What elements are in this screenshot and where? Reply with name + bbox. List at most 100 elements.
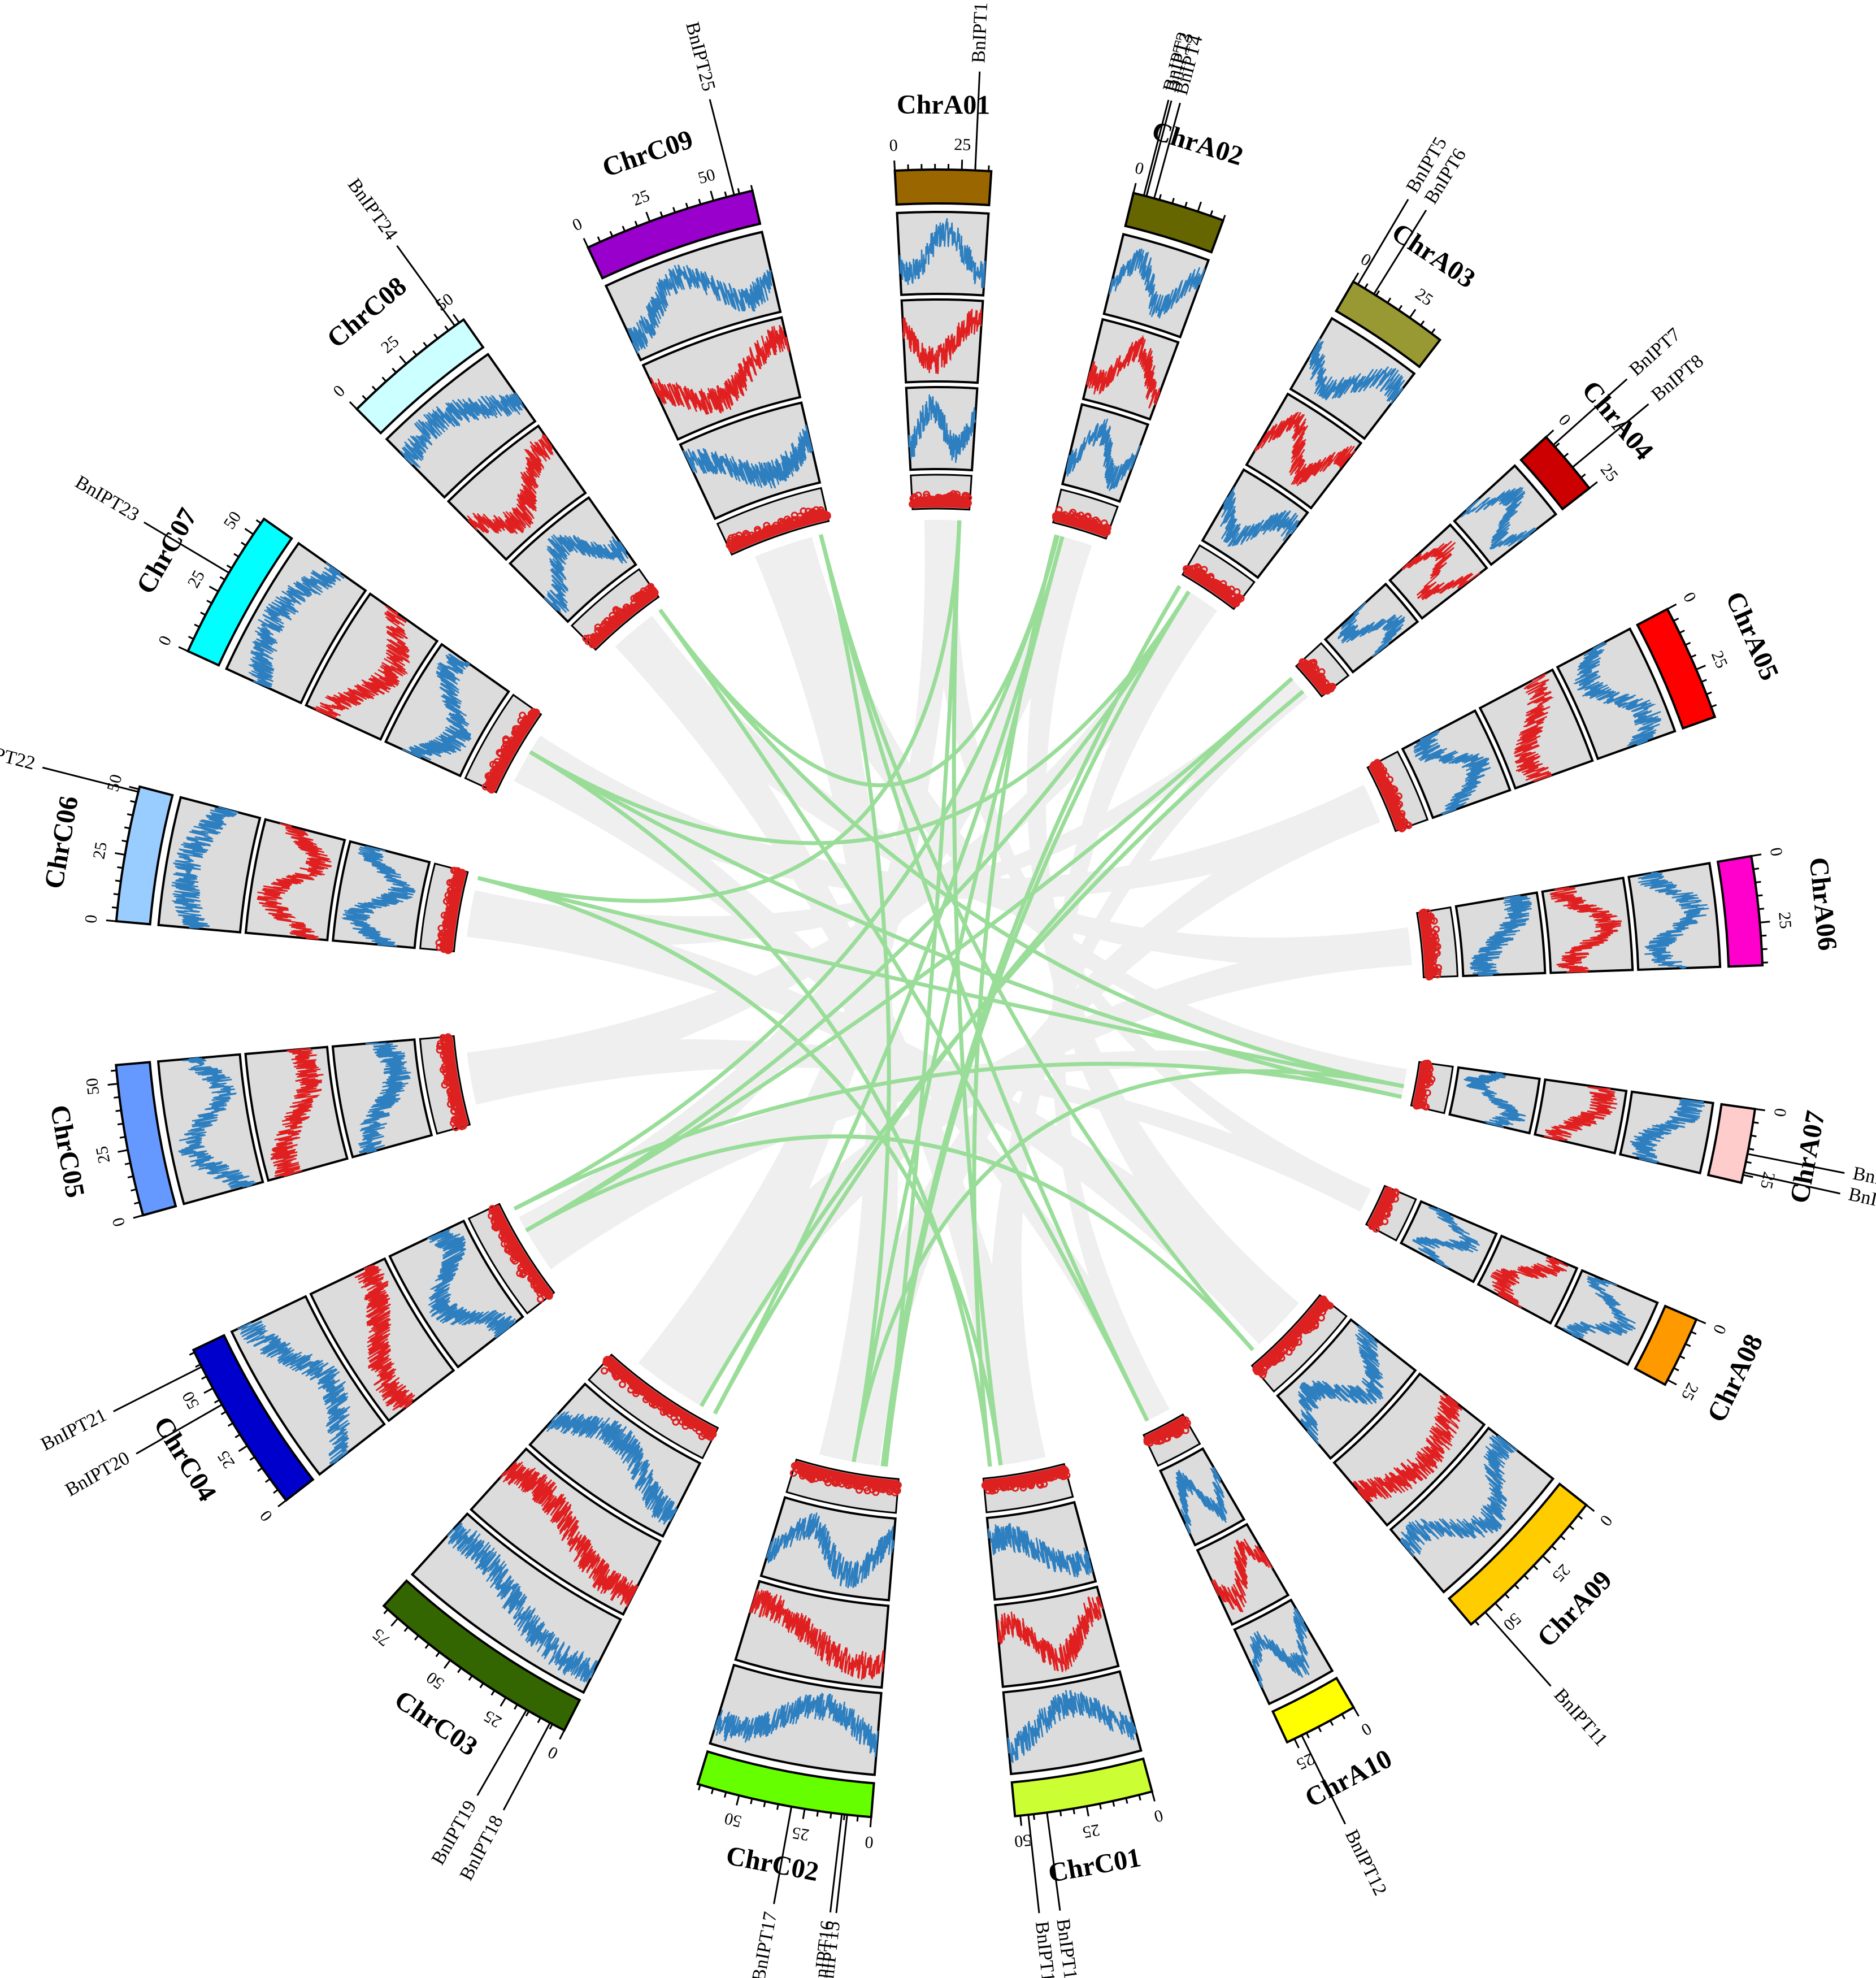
synteny-band [1051,591,1218,1421]
tick-mark [1588,481,1598,489]
tick-label: 75 [369,1625,394,1650]
tick-mark [435,1651,440,1658]
chromosome-ideogram [696,1750,875,1819]
tick-mark [1171,198,1175,204]
scatter-point [601,1367,608,1375]
chromosome-label: ChrA08 [1701,1330,1769,1427]
track-line [1400,1435,1518,1558]
tick-mark [220,1411,227,1416]
scatter-point [1382,1209,1389,1217]
scatter-point [1235,596,1243,604]
track-line [1638,871,1709,969]
track-line [713,1693,879,1758]
tick-mark [1690,654,1697,658]
gene-leader-line [1571,403,1649,469]
gene-leader-line [1153,102,1181,199]
tick-label: 0 [545,1742,561,1763]
scatter-band [1183,567,1239,608]
gene-link [525,590,1191,1233]
tick-mark [750,185,754,191]
chromosome-label: ChrC01 [1046,1842,1143,1888]
tick-mark [1397,305,1403,311]
gene-label: BnIPT23 [72,472,143,526]
tick-mark [1551,1545,1557,1551]
tick-mark [1431,328,1436,334]
scatter-band [1369,764,1403,831]
chromosome-label: ChrC09 [598,124,697,183]
track-line [402,653,472,761]
scatter-point [612,606,620,614]
track-line [447,1522,598,1683]
track-line [749,1589,884,1681]
tick-label: 25 [377,332,402,357]
tick-mark [869,1817,872,1828]
gene-label: BnIPT17 [748,1910,781,1978]
scatter-band [446,1036,469,1127]
synteny-band [615,615,1046,1466]
tick-mark [1409,309,1417,319]
scatter-point [856,1486,863,1494]
chromosome-label: ChrA05 [1719,587,1784,685]
gene-leader-line [773,1806,793,1905]
tick-mark [1112,1801,1115,1807]
scatter-point [619,1381,626,1389]
tick-label: 50 [423,1668,448,1693]
gene-link [529,750,992,1467]
scatter-band [492,1204,553,1298]
tick-mark [1545,430,1554,438]
track-line [987,1522,1093,1578]
chromosome-ideogram [1010,1757,1154,1817]
track-line [467,433,554,535]
tick-mark [133,1214,144,1219]
tick-mark [203,1387,214,1394]
gene-leader-line [1046,1812,1061,1911]
tick-mark [121,839,128,843]
scatter-point [1019,1484,1027,1492]
tick-mark [414,1635,419,1641]
gene-label: BnIPT10 [1847,1184,1876,1220]
tick-label: 50 [1014,1830,1032,1851]
tick-mark [113,893,119,896]
track-line [1549,887,1622,973]
scatter-point [1423,1089,1431,1097]
track-line [997,1595,1104,1672]
tick-mark [490,1690,496,1696]
scatter-band [590,590,658,649]
tick-mark [1554,443,1560,448]
scatter-point [490,1217,498,1225]
chromosome-ideogram [186,517,293,667]
tick-mark [1341,1714,1346,1720]
gene-link [819,534,1149,1422]
chromosome-label: ChrC06 [38,794,84,891]
tick-label: 0 [155,633,175,648]
tick-mark [634,220,639,227]
tick-mark [1706,691,1712,695]
track-background [1082,318,1180,421]
tick-mark [468,1675,473,1681]
tick-mark [127,813,133,817]
tick-mark [209,585,219,592]
gene-leader-line [1145,100,1172,197]
track-line [358,1042,411,1154]
tick-mark [1684,641,1691,646]
track-line [682,424,814,489]
tick-mark [1293,1738,1300,1749]
tick-mark [117,866,123,869]
track-line [247,562,345,688]
tick-label: 0 [1770,1107,1790,1118]
scatter-point [610,615,618,623]
tick-mark [1691,1330,1697,1335]
chromosome-ideogram [1716,854,1764,968]
tick-mark [1197,201,1202,212]
tick-mark [597,236,601,242]
gene-label: BnIPT1 [968,2,992,63]
tick-mark [537,1717,542,1723]
chromosome-label: ChrC03 [389,1684,483,1762]
tick-mark [893,160,896,171]
tick-mark [412,350,418,356]
chromosome-ideogram [192,1334,315,1502]
tick-mark [549,1724,553,1730]
chromosome-label: ChrC05 [45,1103,90,1200]
synteny-band [467,591,1218,1105]
tick-mark [750,1798,753,1805]
